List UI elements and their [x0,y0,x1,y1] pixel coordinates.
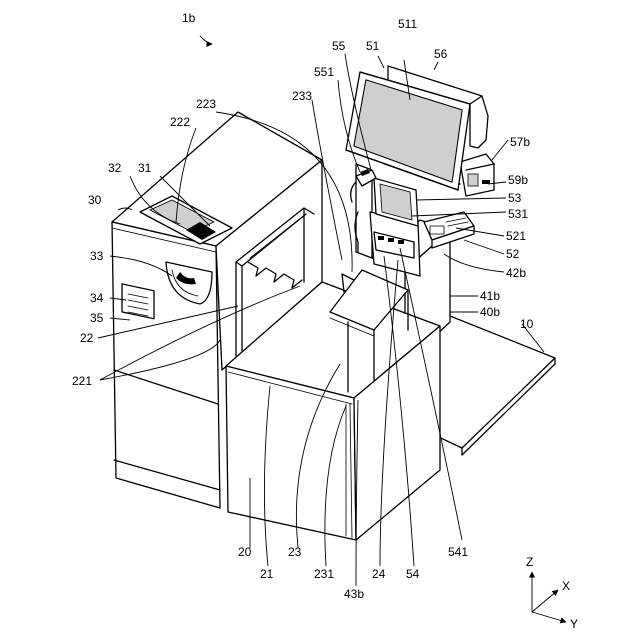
label-31: 31 [138,161,152,175]
label-55: 55 [332,39,346,53]
label-54: 54 [406,567,420,581]
label-222: 222 [170,115,190,129]
label-43b: 43b [344,587,364,601]
label-223: 223 [196,97,216,111]
label-57b: 57b [510,135,530,149]
label-1b: 1b [182,11,196,25]
label-10: 10 [520,317,534,331]
label-axis-x: X [562,579,570,593]
label-521: 521 [506,229,526,243]
label-24: 24 [372,567,386,581]
label-32: 32 [108,161,122,175]
label-41b: 41b [480,289,500,303]
label-23: 23 [288,545,302,559]
label-axis-y: Y [570,617,578,631]
label-511: 511 [398,17,417,31]
label-531: 531 [508,207,528,221]
label-51: 51 [366,39,380,53]
scanner-housing [370,178,420,276]
label-40b: 40b [480,305,500,319]
label-21: 21 [260,567,274,581]
label-231: 231 [314,567,334,581]
label-56: 56 [434,47,448,61]
label-221: 221 [72,374,92,388]
label-axis-z: Z [526,555,533,569]
label-35: 35 [90,311,104,325]
label-233: 233 [292,89,312,103]
label-33: 33 [90,249,104,263]
label-541: 541 [448,545,468,559]
label-42b: 42b [506,266,526,280]
label-551: 551 [314,65,334,79]
label-53: 53 [508,191,522,205]
label-20: 20 [238,545,252,559]
label-34: 34 [90,291,104,305]
label-59b: 59b [508,173,528,187]
label-22: 22 [80,331,94,345]
label-52: 52 [506,247,520,261]
axis-indicator [532,572,566,622]
label-30: 30 [88,193,102,207]
